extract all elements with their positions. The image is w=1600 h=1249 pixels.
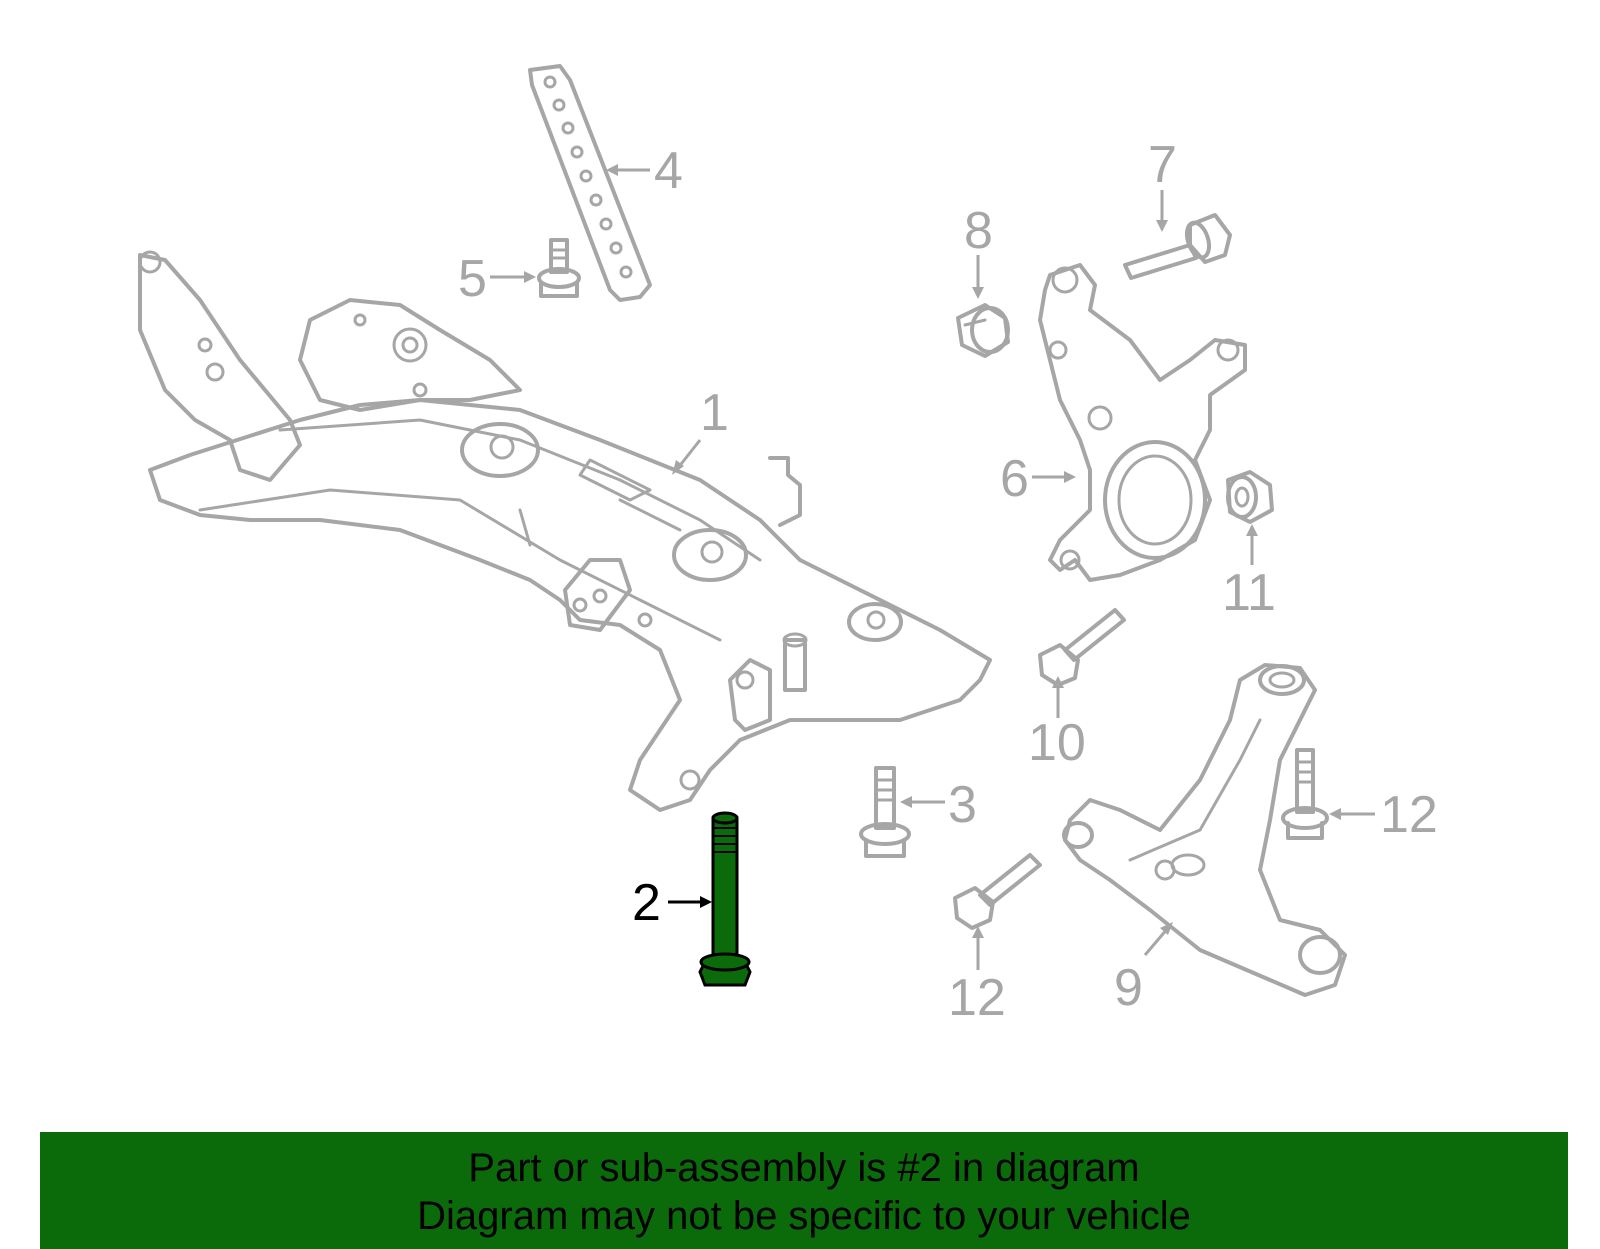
banner-line-2: Diagram may not be specific to your vehi… — [417, 1194, 1191, 1238]
callout-2: 2 — [632, 874, 661, 932]
callout-8: 8 — [964, 202, 993, 260]
callout-4: 4 — [654, 142, 683, 200]
callout-6: 6 — [1000, 450, 1029, 508]
part-12-bolt-right[interactable] — [1281, 748, 1329, 840]
callout-1: 1 — [700, 384, 729, 442]
part-9-control-arm[interactable] — [1062, 663, 1347, 997]
callout-7: 7 — [1148, 136, 1177, 194]
part-10-bolt[interactable] — [1038, 608, 1126, 687]
banner-line-1: Part or sub-assembly is #2 in diagram — [468, 1146, 1140, 1190]
part-11-bushing[interactable] — [1226, 470, 1274, 524]
callout-12-right: 12 — [1380, 786, 1438, 844]
part-2-bolt[interactable] — [698, 811, 752, 987]
part-6-knuckle[interactable] — [1038, 263, 1247, 582]
part-12-bolt-lower[interactable] — [953, 853, 1042, 930]
leader-lines — [490, 164, 1375, 970]
part-1-subframe[interactable] — [138, 250, 992, 812]
callout-9: 9 — [1114, 959, 1143, 1017]
callout-10: 10 — [1028, 714, 1086, 772]
part-7-bolt[interactable] — [1123, 213, 1232, 280]
callout-3: 3 — [948, 776, 977, 834]
part-5-bolt[interactable] — [537, 238, 581, 298]
part-4-bar[interactable] — [528, 64, 652, 302]
callout-11: 11 — [1222, 564, 1276, 622]
callout-5: 5 — [458, 250, 487, 308]
callout-labels: 1 2 3 4 5 6 7 8 9 10 11 12 12 — [458, 136, 1438, 1027]
part-3-bolt[interactable] — [859, 766, 911, 858]
info-banner: Part or sub-assembly is #2 in diagram Di… — [40, 1132, 1568, 1249]
callout-12-lower: 12 — [948, 969, 1006, 1027]
part-8-nut[interactable] — [956, 303, 1010, 358]
